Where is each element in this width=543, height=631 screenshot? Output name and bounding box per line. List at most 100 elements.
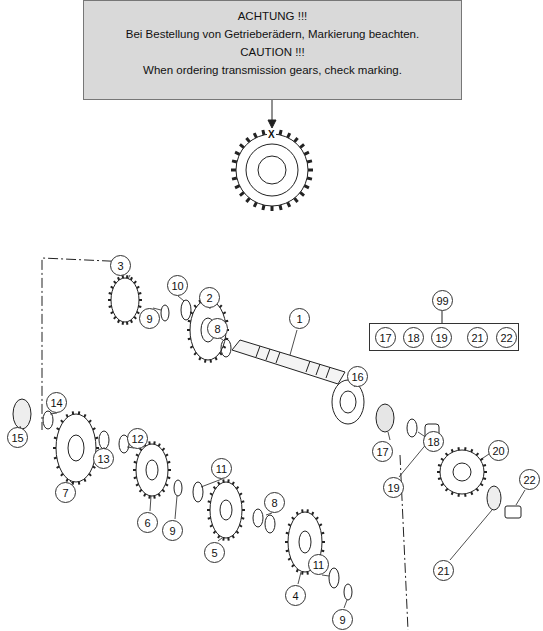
gear-tooth xyxy=(215,357,216,360)
gear-tooth xyxy=(438,464,441,467)
gear-tooth xyxy=(95,437,98,440)
gear-tooth xyxy=(321,549,324,552)
gear-tooth xyxy=(288,133,290,138)
kit-box: 991718192122 xyxy=(369,323,519,351)
gear-tooth xyxy=(148,441,150,444)
gear-tooth xyxy=(306,509,308,512)
gear-tooth xyxy=(280,130,281,135)
gear-tooth xyxy=(300,144,304,147)
gear-tooth xyxy=(285,541,288,543)
gear-tooth xyxy=(165,484,168,486)
gear-tooth xyxy=(167,461,170,464)
gear-tooth xyxy=(246,138,249,142)
gear-tooth xyxy=(222,538,224,541)
gear-tooth xyxy=(134,476,137,479)
gear-tooth xyxy=(126,322,128,325)
gear-tooth xyxy=(241,500,244,503)
gear-tooth xyxy=(297,569,298,572)
gear-tooth xyxy=(159,494,160,497)
gear-tooth xyxy=(321,532,324,535)
gear-tooth xyxy=(89,420,91,422)
gear-tooth xyxy=(78,411,80,414)
callout-number: 22 xyxy=(519,469,540,490)
gear-tooth xyxy=(239,493,242,495)
gear-tooth xyxy=(438,477,441,480)
gear-7 xyxy=(56,414,96,482)
gear-tooth xyxy=(114,317,116,319)
o-ring xyxy=(407,419,417,437)
gear-tooth xyxy=(288,202,290,207)
gear-tooth xyxy=(134,281,136,283)
gear-tooth xyxy=(54,457,57,460)
gear-tooth xyxy=(464,494,466,497)
gear-tooth xyxy=(484,471,487,473)
washer xyxy=(193,482,203,502)
gear-tooth xyxy=(286,549,289,552)
callout-number: 18 xyxy=(423,431,444,452)
sprocket xyxy=(440,450,484,494)
bushing xyxy=(221,339,231,357)
leader-lines xyxy=(20,275,525,608)
bushing xyxy=(265,515,275,533)
gear-tooth xyxy=(109,305,112,308)
gear-tooth xyxy=(208,517,211,520)
gear-tooth xyxy=(239,525,242,527)
gear-tooth xyxy=(307,161,312,162)
caution-box: ACHTUNG !!!Bei Bestellung von Getrieberä… xyxy=(83,0,462,100)
gear-tooth xyxy=(231,169,236,172)
callout-number: 3 xyxy=(110,255,131,276)
gear-tooth xyxy=(57,466,60,468)
gear-tooth xyxy=(144,494,145,497)
gear-3 xyxy=(111,278,139,322)
gear-tooth xyxy=(254,202,256,207)
gear-tooth xyxy=(162,448,164,450)
gear-tooth xyxy=(93,428,96,430)
gear-tooth xyxy=(188,320,191,323)
gear-tooth xyxy=(122,322,124,325)
gear-tooth xyxy=(159,444,160,447)
gear-tooth xyxy=(218,535,219,538)
gear-tooth xyxy=(254,133,256,138)
gear-tooth xyxy=(214,487,216,489)
gear-tooth xyxy=(233,535,234,538)
gear-tooth xyxy=(476,489,478,491)
gear-tooth xyxy=(136,484,139,486)
gear-tooth xyxy=(131,277,132,280)
gear-tooth xyxy=(471,449,472,452)
marking-label: X xyxy=(267,129,276,140)
gear-tooth xyxy=(210,360,212,363)
washer xyxy=(329,568,339,588)
callout-number: 20 xyxy=(488,440,509,461)
callout-number: 15 xyxy=(7,427,28,448)
gear-tooth xyxy=(162,490,164,492)
gear-tooth xyxy=(89,474,91,476)
gear-tooth xyxy=(218,482,219,485)
main-shaft xyxy=(232,340,345,384)
gear-tooth xyxy=(138,305,141,308)
gear-tooth xyxy=(148,496,150,499)
callout-number: 7 xyxy=(55,482,76,503)
arrow-head xyxy=(268,120,276,128)
gear-tooth xyxy=(263,205,264,210)
gear-tooth xyxy=(241,517,244,520)
gear-tooth xyxy=(190,346,193,348)
callout-number: 22 xyxy=(496,327,517,348)
washer xyxy=(487,486,501,510)
callout-number: 10 xyxy=(167,275,188,296)
gear-tooth xyxy=(137,286,140,288)
gear-tooth xyxy=(233,482,234,485)
bushing xyxy=(99,431,109,449)
gear-tooth xyxy=(108,299,111,301)
gear-tooth xyxy=(292,565,294,567)
callout-number: 19 xyxy=(383,477,404,498)
callout-number: 8 xyxy=(264,492,285,513)
reference-gear xyxy=(236,134,308,206)
callout-number: 1 xyxy=(289,308,310,329)
gear-tooth xyxy=(139,299,142,301)
gear-tooth xyxy=(126,275,128,278)
gear-tooth xyxy=(235,152,240,154)
gear-tooth xyxy=(222,479,224,482)
callout-number: 21 xyxy=(467,327,488,348)
gear-tooth xyxy=(242,509,245,511)
callout-number: 11 xyxy=(211,458,232,479)
